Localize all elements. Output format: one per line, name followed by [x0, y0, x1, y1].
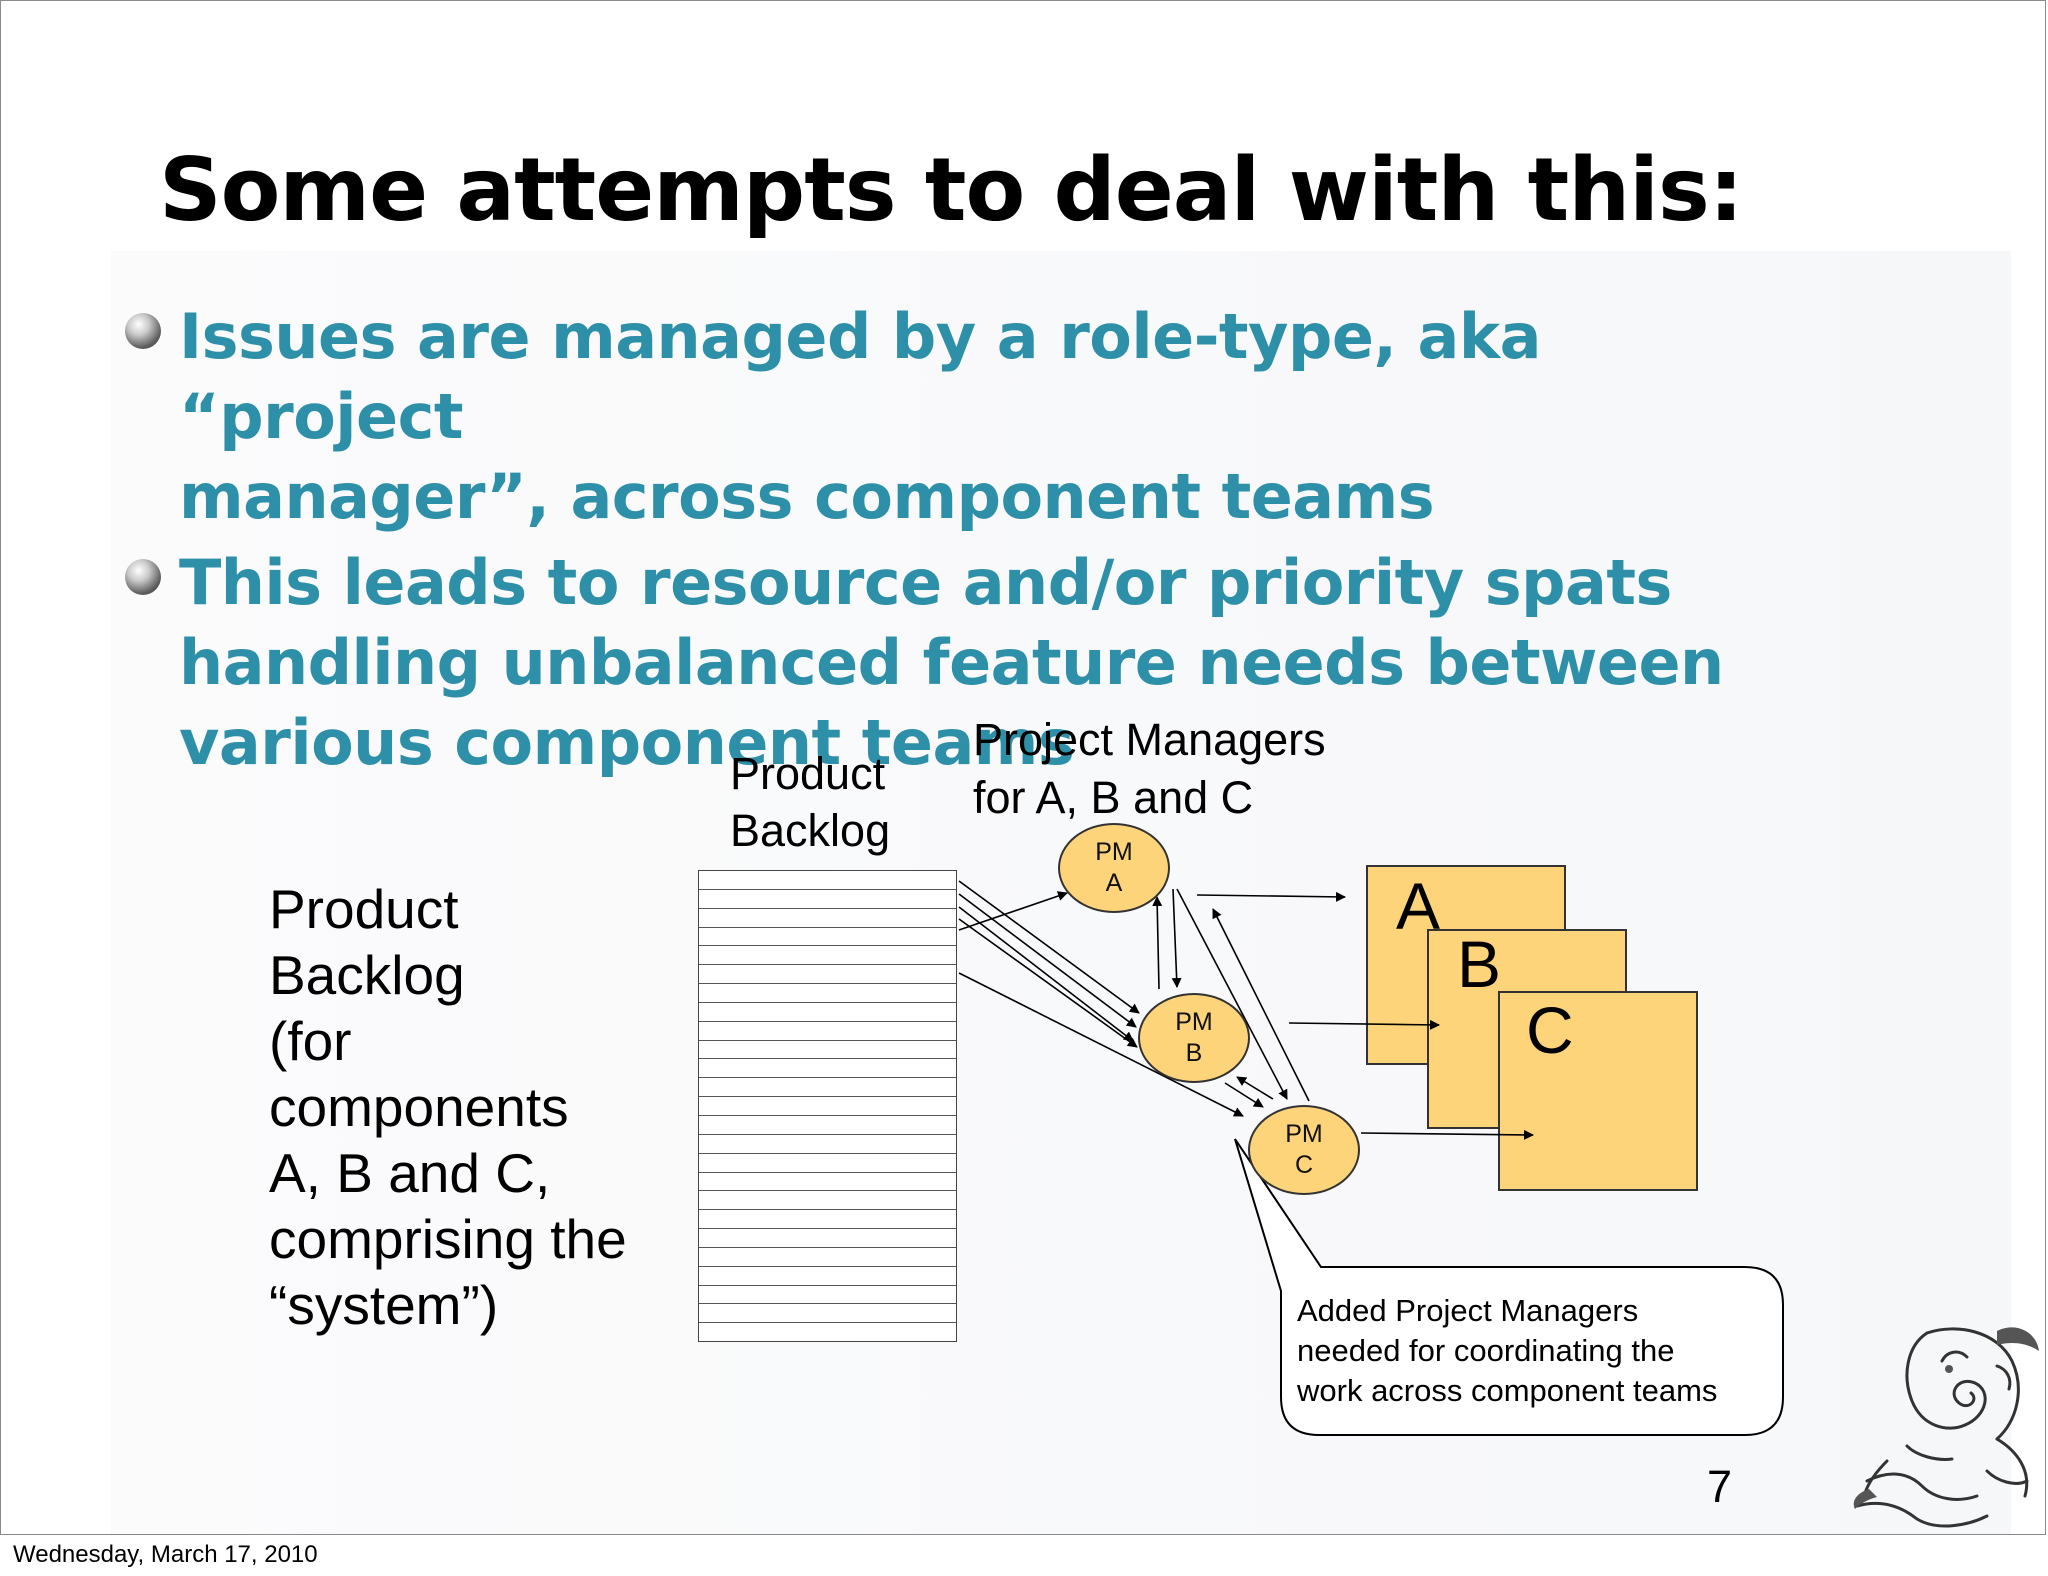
- team-label: B: [1457, 927, 1502, 1001]
- bullet-line: various component teams: [179, 706, 1075, 779]
- description-line: comprising the: [269, 1208, 627, 1270]
- pm-node-line: A: [1105, 869, 1123, 897]
- backlog-row: [699, 1248, 956, 1267]
- arrow-backlog-to-pm-c: [958, 972, 1244, 1117]
- arrow-backlog-to-pm-b: [958, 893, 1137, 1028]
- backlog-row: [699, 1210, 956, 1230]
- arrow-pm-b-to-pm-c: [1224, 1082, 1264, 1108]
- pm-node-line: B: [1185, 1039, 1203, 1067]
- arrow-backlog-to-pm-a: [958, 891, 1068, 931]
- backlog-row: [699, 1286, 956, 1305]
- backlog-row: [699, 1078, 956, 1098]
- backlog-row: [699, 1041, 956, 1060]
- sphere-bullet-icon: [125, 313, 161, 349]
- callout-line: needed for coordinating the: [1297, 1333, 1675, 1368]
- backlog-row: [699, 1135, 956, 1154]
- callout-bubble: [1234, 1138, 1784, 1436]
- slide-title: Some attempts to deal with this:: [159, 139, 1744, 241]
- pm-node-line: PM: [1285, 1120, 1323, 1148]
- backlog-row: [699, 909, 956, 928]
- arrow-pm-b-to-team-b: [1288, 1019, 1440, 1030]
- description-line: components: [269, 1076, 569, 1138]
- project-managers-label: Project Managers for A, B and C: [973, 711, 1326, 827]
- backlog-label-line: Backlog: [730, 805, 891, 856]
- backlog-row: [699, 1097, 956, 1116]
- arrow-pm-c-to-pm-b: [1236, 1076, 1274, 1100]
- backlog-row: [699, 1173, 956, 1192]
- bullet-line: This leads to resource and/or priority s…: [179, 546, 1672, 619]
- callout-text: Added Project Managers needed for coordi…: [1297, 1291, 1777, 1411]
- arrow-backlog-to-pm-b: [958, 906, 1134, 1042]
- backlog-row: [699, 1116, 956, 1135]
- bullet-text: This leads to resource and/or priority s…: [179, 543, 1761, 783]
- team-label: C: [1526, 993, 1574, 1067]
- backlog-label-line: Product: [730, 748, 886, 799]
- backlog-row: [699, 1003, 956, 1022]
- backlog-row: [699, 1304, 956, 1324]
- backlog-row: [699, 965, 956, 985]
- pm-label-line: for A, B and C: [973, 772, 1254, 823]
- backlog-row: [699, 1059, 956, 1079]
- slide: Some attempts to deal with this: Issues …: [0, 0, 2046, 1535]
- backlog-row: [699, 946, 956, 966]
- pm-node-line: C: [1294, 1151, 1314, 1179]
- team-box-c: C: [1498, 991, 1698, 1191]
- footer-date: Wednesday, March 17, 2010: [13, 1541, 318, 1568]
- backlog-row: [699, 1229, 956, 1248]
- pm-label-line: Project Managers: [973, 714, 1326, 765]
- backlog-row: [699, 1191, 956, 1211]
- backlog-row: [699, 890, 956, 909]
- pm-node-b: PM B: [1138, 993, 1250, 1083]
- arrow-pm-c-to-pm-a: [1212, 908, 1310, 1102]
- bullet-line: manager”, across component teams: [179, 460, 1435, 533]
- bullet-item: Issues are managed by a role-type, aka “…: [121, 297, 1761, 537]
- description-line: “system”): [269, 1274, 499, 1336]
- elephant-logo-icon: [1853, 1327, 2039, 1528]
- callout-line: Added Project Managers: [1297, 1293, 1639, 1328]
- arrow-backlog-to-pm-b: [958, 918, 1138, 1048]
- description-line: (for: [269, 1010, 352, 1072]
- backlog-row: [699, 871, 956, 890]
- backlog-row: [699, 1267, 956, 1286]
- product-backlog-description: Product Backlog (for components A, B and…: [269, 876, 689, 1338]
- bullet-line: Issues are managed by a role-type, aka “…: [179, 300, 1541, 453]
- bullet-item: This leads to resource and/or priority s…: [121, 543, 1761, 783]
- pm-node-line: PM: [1095, 838, 1133, 866]
- arrow-pm-c-to-team-c: [1360, 1129, 1534, 1140]
- backlog-row: [699, 1154, 956, 1173]
- description-line: Backlog: [269, 944, 465, 1006]
- arrow-pm-a-to-pm-c: [1176, 888, 1288, 1100]
- backlog-row: [699, 1022, 956, 1041]
- diagram-connectors: [958, 880, 1784, 1436]
- description-line: Product: [269, 878, 459, 940]
- pm-node-c: PM C: [1248, 1105, 1360, 1195]
- backlog-row: [699, 928, 956, 947]
- page-number: 7: [1707, 1461, 1733, 1512]
- backlog-row: [699, 984, 956, 1003]
- product-backlog-table: [698, 870, 957, 1342]
- bullet-text: Issues are managed by a role-type, aka “…: [179, 297, 1761, 537]
- bullet-line: handling unbalanced feature needs betwee…: [179, 626, 1724, 699]
- arrow-pm-a-to-pm-b: [1171, 888, 1182, 988]
- callout-line: work across component teams: [1297, 1373, 1718, 1408]
- arrow-backlog-to-pm-b: [958, 880, 1140, 1014]
- description-line: A, B and C,: [269, 1142, 551, 1204]
- arrow-pm-a-to-team-a: [1196, 891, 1346, 902]
- sphere-bullet-icon: [125, 559, 161, 595]
- pm-node-a: PM A: [1058, 823, 1170, 913]
- bullet-list: Issues are managed by a role-type, aka “…: [121, 297, 1761, 789]
- backlog-label: Product Backlog: [730, 745, 890, 859]
- pm-node-line: PM: [1175, 1008, 1213, 1036]
- arrow-pm-b-to-pm-a: [1152, 896, 1163, 990]
